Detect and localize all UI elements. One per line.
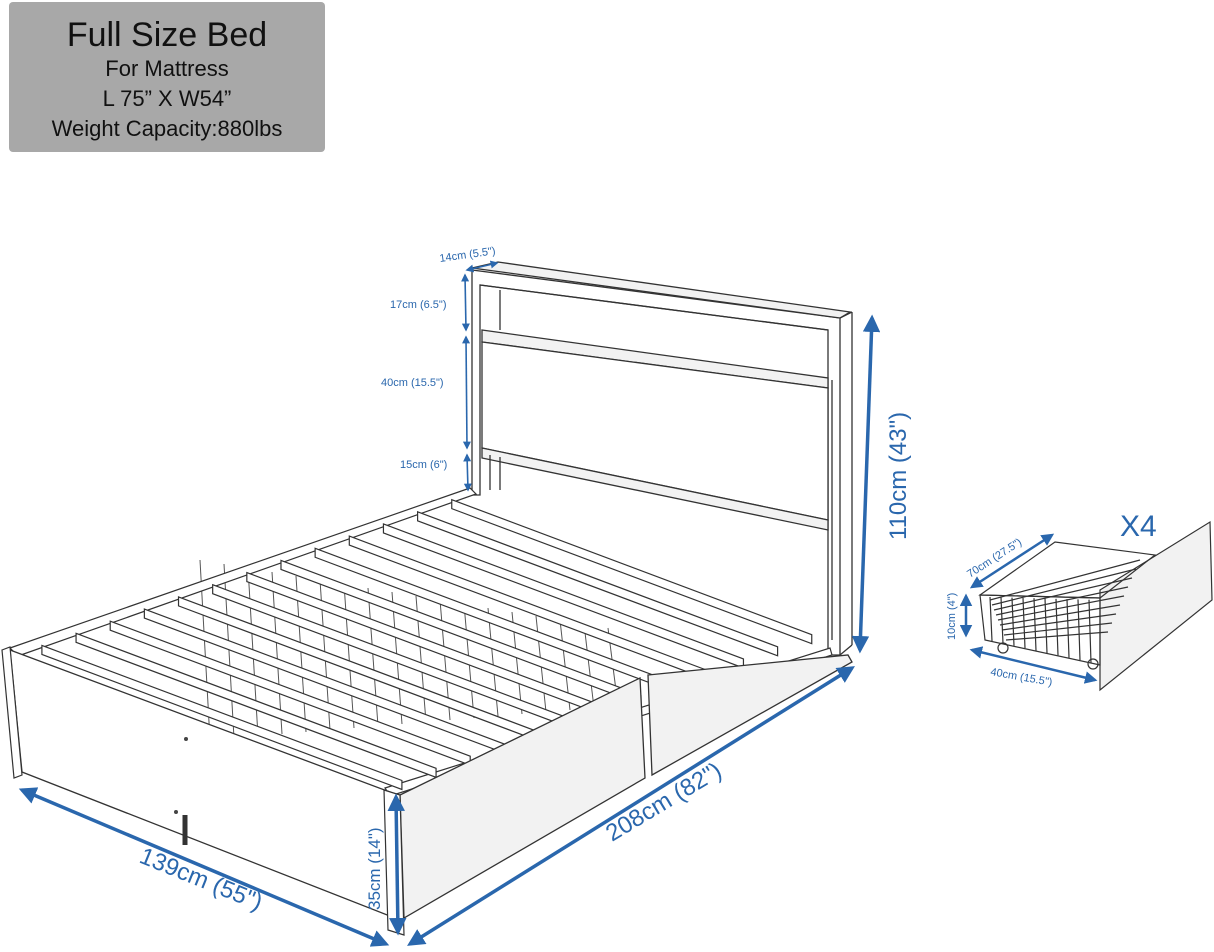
spec-capacity: Weight Capacity:880lbs (51, 116, 283, 141)
slat (451, 498, 813, 645)
headboard-depth-label: 14cm (5.5") (439, 245, 497, 265)
spec-size: L 75” X W54” (102, 86, 232, 111)
drawer-arrows (959, 533, 1098, 684)
drawer-wire (1055, 598, 1059, 656)
panel-height-label: 40cm (15.5") (381, 377, 444, 389)
drawer-wire (989, 596, 993, 642)
headboard (471, 261, 853, 656)
drawer-wire (989, 559, 1141, 601)
drawer-wire (1005, 631, 1109, 641)
spec-title: Full Size Bed (66, 16, 268, 54)
spec-mattress: For Mattress (105, 56, 229, 81)
drawer-wire (1003, 622, 1113, 636)
spec-box: Full Size Bed For Mattress L 75” X W54” … (9, 2, 325, 152)
drawer-wire (997, 595, 1125, 621)
left-rail (8, 487, 478, 657)
drawer-width-label: 40cm (15.5") (989, 666, 1053, 689)
height-arrow (851, 314, 881, 654)
drawer-wire (999, 604, 1121, 626)
length-arrow (407, 666, 855, 946)
dimension-arrows (18, 314, 881, 947)
drawer-wire (993, 577, 1133, 611)
slat (41, 644, 403, 791)
side-drawer-panel-back (647, 654, 853, 777)
front-right-leg (383, 789, 405, 936)
frame-height-arrow (387, 793, 407, 936)
shelf-height-label: 17cm (6.5") (390, 299, 446, 311)
width-arrow (18, 787, 390, 947)
drawer-wire (1001, 613, 1117, 631)
total-height-label: 110cm (43") (885, 412, 912, 540)
drawer-quantity: X4 (1120, 510, 1157, 543)
headboard-arrows (461, 260, 499, 492)
side-drawer-panel-front (399, 676, 646, 920)
drawer-height-label: 10cm (4") (946, 593, 958, 640)
drawer-wire (995, 586, 1129, 616)
drawer-wire (1088, 599, 1092, 663)
slat (417, 510, 779, 657)
drawer-wire (1022, 597, 1026, 649)
drawer-wire (271, 571, 283, 735)
drawer-wire (343, 583, 355, 729)
left-leg (1, 646, 23, 779)
drawer-wire (1000, 597, 1004, 644)
frame-height-label: 35cm (14") (365, 827, 384, 910)
drawer-wire (1044, 598, 1048, 654)
drawer-wire (1077, 599, 1081, 661)
drawer-wire (991, 568, 1137, 606)
lower-gap-label: 15cm (6") (400, 459, 447, 471)
drawer-wire (295, 575, 307, 733)
